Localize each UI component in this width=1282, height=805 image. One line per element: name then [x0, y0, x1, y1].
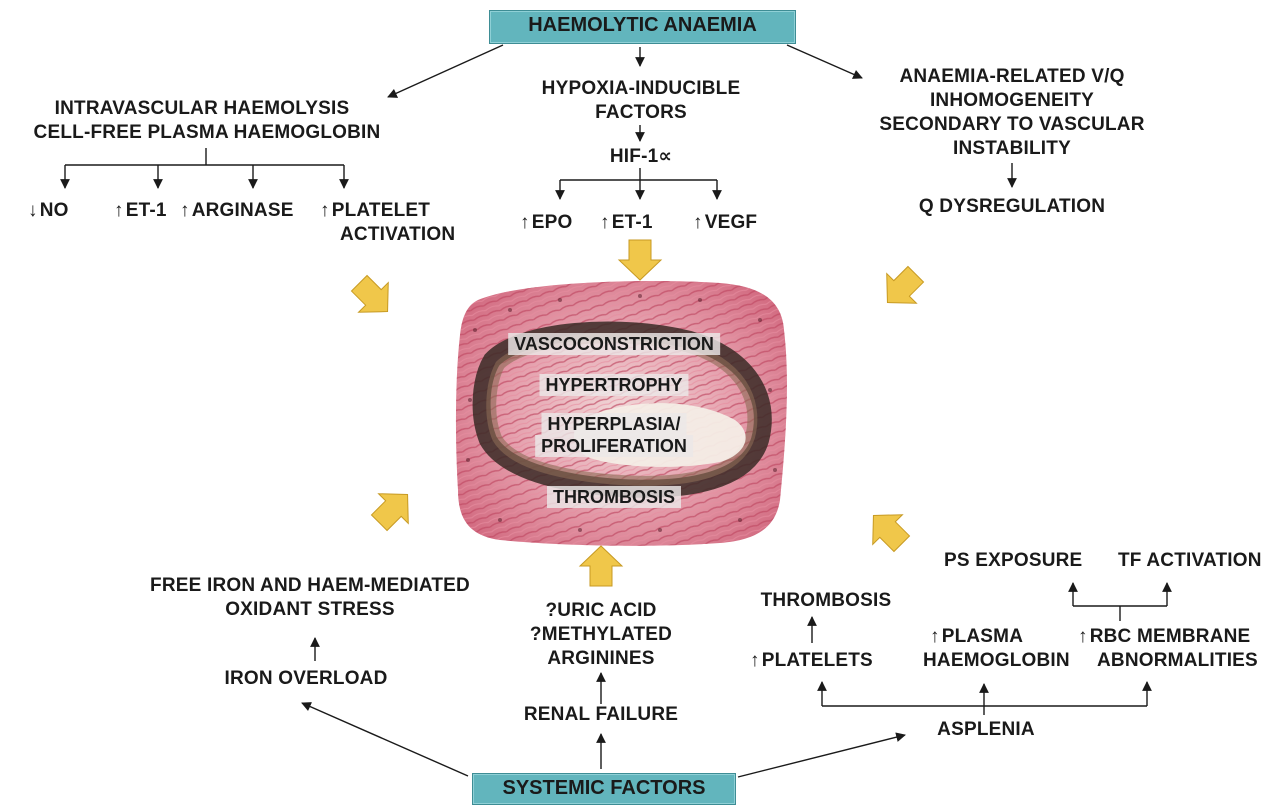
- cell-free-haemoglobin-text: CELL-FREE PLASMA HAEMOGLOBIN: [34, 122, 381, 144]
- vq-line1: ANAEMIA-RELATED V/Q: [899, 66, 1124, 88]
- rbc-membrane-label: RBC MEMBRANE: [1078, 626, 1250, 648]
- platelets-label: PLATELETS: [750, 650, 873, 672]
- free-iron-text-line1: FREE IRON AND HAEM-MEDIATED: [150, 575, 470, 597]
- q-dysregulation-text: Q DYSREGULATION: [919, 196, 1105, 218]
- vegf-label: VEGF: [693, 212, 757, 234]
- epo-label: EPO: [520, 212, 572, 234]
- hyperplasia-label-line1: HYPERPLASIA/: [541, 413, 686, 435]
- block-arrow-upper-right: [873, 259, 931, 317]
- haemolytic-anaemia-box: HAEMOLYTIC ANAEMIA: [489, 10, 796, 44]
- renal-failure-text: RENAL FAILURE: [524, 704, 678, 726]
- arginase-label: ARGINASE: [180, 200, 294, 222]
- vq-line4: INSTABILITY: [953, 138, 1071, 160]
- systemic-factors-box: SYSTEMIC FACTORS: [472, 773, 736, 805]
- methylated-text: ?METHYLATED: [530, 624, 672, 646]
- plasma-label: PLASMA: [930, 626, 1023, 648]
- abnormalities-label: ABNORMALITIES: [1097, 650, 1258, 672]
- hypoxia-inducible-text: HYPOXIA-INDUCIBLE: [542, 78, 741, 100]
- et1-label-left: ET-1: [114, 200, 167, 222]
- et1-label-middle: ET-1: [600, 212, 653, 234]
- thrombosis-center-label: THROMBOSIS: [547, 486, 681, 508]
- thrombosis-right-text: THROMBOSIS: [761, 590, 892, 612]
- block-arrow-upper-left: [344, 268, 402, 326]
- block-arrow-lower-left: [364, 480, 422, 538]
- tf-activation-text: TF ACTIVATION: [1118, 550, 1262, 572]
- uric-acid-text: ?URIC ACID: [545, 600, 656, 622]
- haemoglobin-label: HAEMOGLOBIN: [923, 650, 1070, 672]
- block-arrow-lower-right: [859, 501, 917, 559]
- factors-text: FACTORS: [595, 102, 687, 124]
- vq-line2: INHOMOGENEITY: [930, 90, 1094, 112]
- ps-exposure-text: PS EXPOSURE: [944, 550, 1082, 572]
- block-arrow-bottom: [580, 546, 622, 586]
- hif1a-text: HIF-1∝: [610, 146, 672, 168]
- vasoconstriction-label: VASCOCONSTRICTION: [508, 333, 720, 355]
- intravascular-haemolysis-text: INTRAVASCULAR HAEMOLYSIS: [55, 98, 350, 120]
- no-label: NO: [28, 200, 69, 222]
- hypertrophy-label: HYPERTROPHY: [539, 374, 688, 396]
- hyperplasia-label-line2: PROLIFERATION: [535, 435, 693, 457]
- asplenia-text: ASPLENIA: [937, 719, 1035, 741]
- platelet-label: PLATELET: [320, 200, 430, 222]
- vq-line3: SECONDARY TO VASCULAR: [879, 114, 1144, 136]
- block-arrow-top: [619, 240, 661, 280]
- iron-overload-text: IRON OVERLOAD: [224, 668, 387, 690]
- arginines-text: ARGININES: [547, 648, 654, 670]
- activation-label: ACTIVATION: [340, 224, 455, 246]
- free-iron-text-line2: OXIDANT STRESS: [225, 599, 395, 621]
